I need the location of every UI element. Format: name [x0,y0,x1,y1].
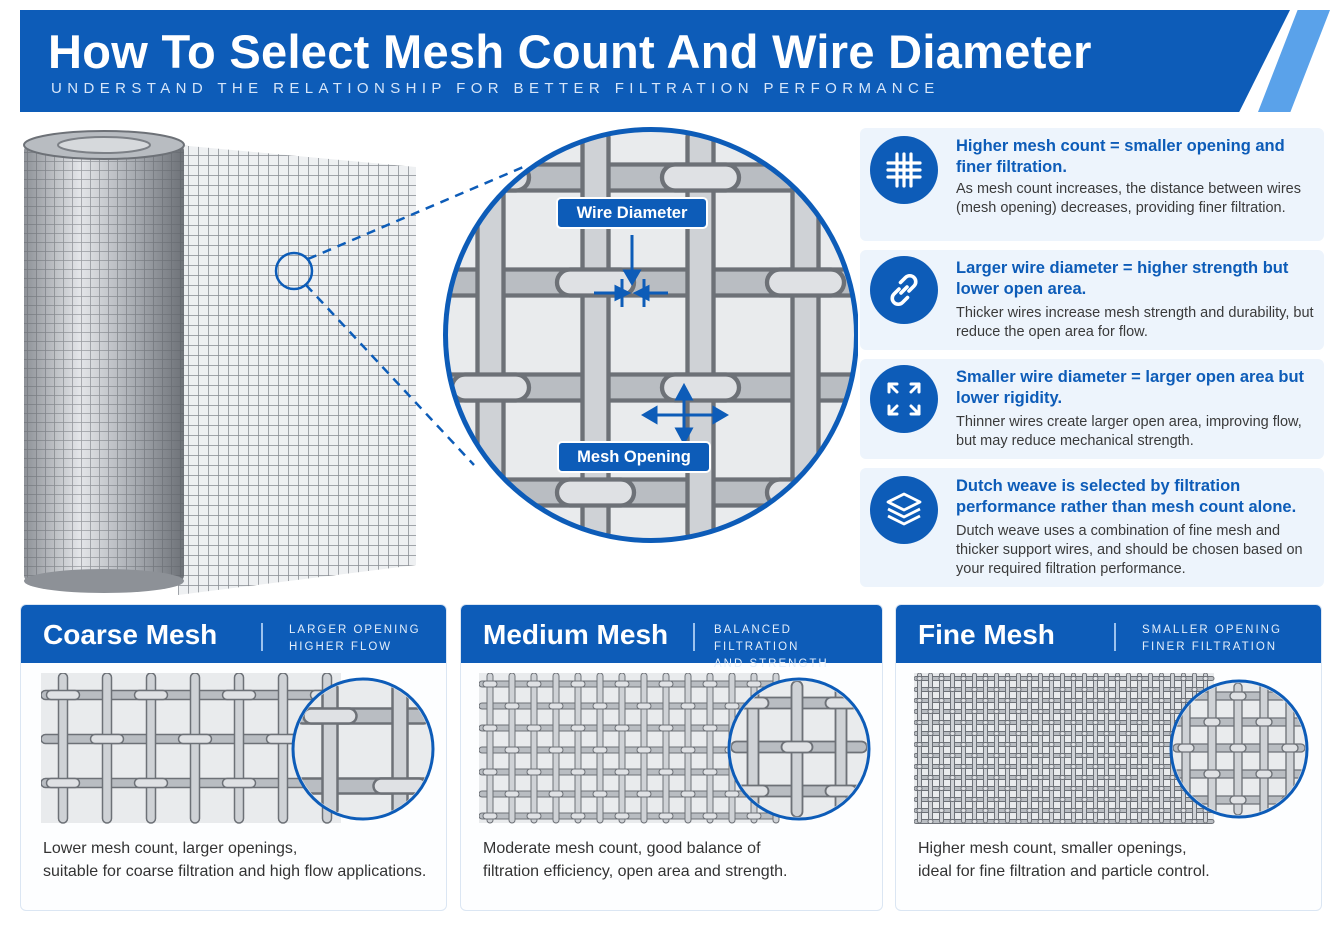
panel-subtitle-line2: FINER FILTRATION [1142,641,1278,653]
panel-desc-line2: ideal for fine filtration and particle c… [918,863,1210,880]
panel-subtitle: LARGER OPENING HIGHER FLOW [289,622,421,656]
panel-description: Moderate mesh count, good balance of fil… [483,837,787,883]
panel-header [461,605,882,663]
panel-medium-mesh: Medium Mesh BALANCED FILTRATION AND STRE… [460,604,883,911]
panel-header [896,605,1321,663]
panel-desc-line1: Lower mesh count, larger openings, [43,840,298,857]
mesh-illustration: Wire Diameter Mesh Opening [18,125,858,595]
wire-diameter-label: Wire Diameter [556,197,708,229]
info-card-wire-diameter: Larger wire diameter = higher strength b… [860,250,1324,350]
panel-coarse-mesh: Coarse Mesh LARGER OPENING HIGHER FLOW L… [20,604,447,911]
header-banner: How To Select Mesh Count And Wire Diamet… [20,10,1330,112]
fine-mesh-image [914,673,1309,824]
fine-mesh-zoom-circle [1169,679,1309,819]
info-card-title: Larger wire diameter = higher strength b… [956,259,1289,298]
info-card-desc: As mesh count increases, the distance be… [956,181,1301,216]
panel-desc-line1: Higher mesh count, smaller openings, [918,840,1187,857]
panel-subtitle-line1: BALANCED FILTRATION [714,624,800,653]
info-card-desc: Dutch weave uses a combination of fine m… [956,523,1303,577]
info-card-desc: Thicker wires increase mesh strength and… [956,305,1314,340]
info-card-title: Higher mesh count = smaller opening and … [956,137,1285,176]
layers-icon [870,476,938,544]
mesh-roll-svg [23,127,858,595]
page-subtitle: UNDERSTAND THE RELATIONSHIP FOR BETTER F… [51,80,940,97]
info-card-dutch-weave: Dutch weave is selected by filtration pe… [860,468,1324,587]
mesh-opening-text: Mesh Opening [577,448,691,466]
panel-header [21,605,446,663]
expand-arrows-icon [870,365,938,433]
wire-diameter-text: Wire Diameter [576,204,688,222]
header-band [20,10,1290,112]
panel-subtitle-line1: LARGER OPENING [289,624,421,636]
mesh-opening-label: Mesh Opening [557,441,711,473]
panel-subtitle-line2: AND STRENGTH [714,658,829,670]
info-card-small-wire: Smaller wire diameter = larger open area… [860,359,1324,459]
info-card-title: Dutch weave is selected by filtration pe… [956,477,1297,516]
panel-title: Coarse Mesh [43,619,218,650]
page-title: How To Select Mesh Count And Wire Diamet… [48,25,1092,78]
panel-subtitle: BALANCED FILTRATION AND STRENGTH [714,622,882,673]
panel-title: Medium Mesh [483,619,669,650]
zoomed-weave [446,130,856,540]
link-icon [870,256,938,324]
panel-divider [261,623,263,651]
medium-mesh-zoom-circle [727,677,871,821]
panel-title: Fine Mesh [918,619,1055,650]
panel-fine-mesh: Fine Mesh SMALLER OPENING FINER FILTRATI… [895,604,1322,911]
panel-divider [693,623,695,651]
panel-desc-line2: suitable for coarse filtration and high … [43,863,427,880]
info-card-mesh-count: Higher mesh count = smaller opening and … [860,128,1324,241]
panel-desc-line2: filtration efficiency, open area and str… [483,863,788,880]
panel-subtitle-line2: HIGHER FLOW [289,641,393,653]
info-card-desc: Thinner wires create larger open area, i… [956,414,1302,449]
coarse-mesh-image [41,673,435,824]
panel-desc-line1: Moderate mesh count, good balance of [483,840,761,857]
medium-mesh-image [479,673,871,824]
coarse-mesh-zoom-circle [291,677,435,821]
grid-icon [870,136,938,204]
panel-divider [1114,623,1116,651]
panel-subtitle: SMALLER OPENING FINER FILTRATION [1142,622,1282,656]
panel-description: Higher mesh count, smaller openings, ide… [918,837,1210,883]
panel-description: Lower mesh count, larger openings, suita… [43,837,426,883]
panel-subtitle-line1: SMALLER OPENING [1142,624,1282,636]
info-card-title: Smaller wire diameter = larger open area… [956,368,1305,407]
